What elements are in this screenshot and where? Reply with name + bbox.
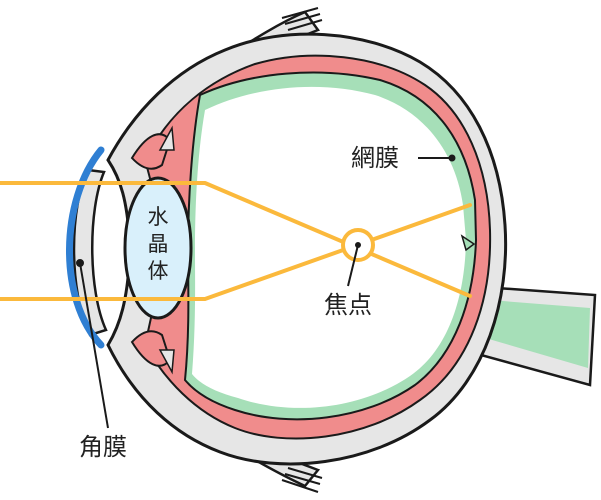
upper-light-ray	[0, 181, 472, 298]
lens-label: 水 晶 体	[148, 205, 169, 283]
lens-label-char-1: 水	[148, 205, 169, 229]
retina-label: 網膜	[351, 144, 399, 172]
cornea-label: 角膜	[79, 433, 127, 461]
focus-label: 焦点	[324, 291, 372, 319]
light-rays	[0, 181, 472, 301]
vitreous-body	[192, 86, 476, 408]
leader-lines	[76, 154, 456, 429]
focus-leader-line	[347, 244, 359, 287]
cornea	[66, 146, 108, 349]
cornea-leader-line	[79, 262, 109, 429]
crystalline-lens	[123, 176, 193, 320]
lens-label-char-2: 晶	[148, 232, 169, 256]
lower-light-ray	[0, 203, 472, 301]
lens-label-char-3: 体	[148, 259, 169, 283]
ciliary-body	[130, 125, 175, 375]
